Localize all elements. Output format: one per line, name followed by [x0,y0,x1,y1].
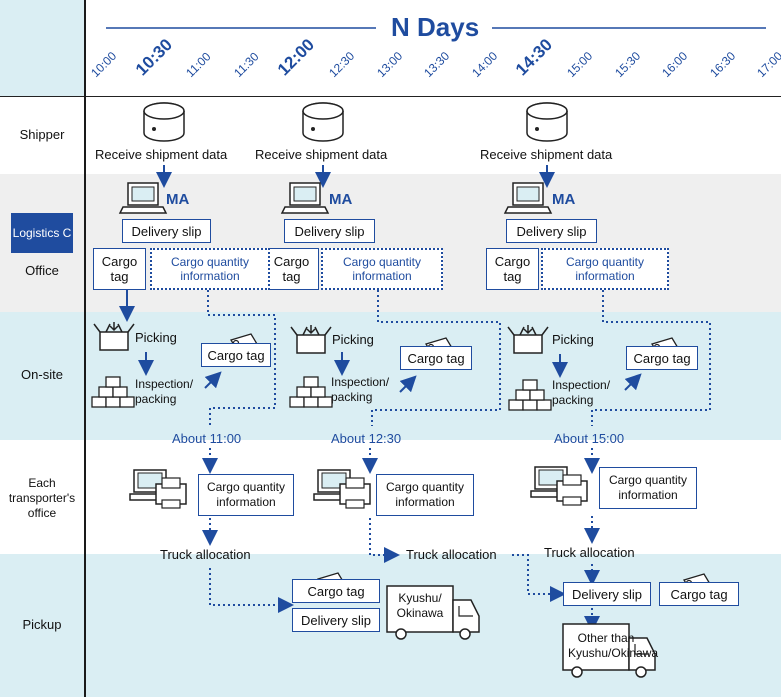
shipper-band [0,96,781,174]
cargo-quantity-info: Cargo quantity information [150,248,270,290]
row-label-pickup: Pickup [22,617,62,632]
row-label-onsite: On-site [21,367,63,382]
open-box-icon [93,321,135,351]
receive-shipment-data: Receive shipment data [95,147,228,162]
ma-label: MA [552,191,576,208]
delivery-slip: Delivery slip [292,608,380,632]
printer-icon [129,469,187,509]
laptop-icon [119,182,167,214]
receive-shipment-data: Receive shipment data [255,147,388,162]
row-label-shipper: Shipper [19,127,65,142]
database-icon [143,102,185,142]
truck-destination: Other than Kyushu/Okinawa [568,631,659,660]
truck-destination: Kyushu/ Okinawa [396,591,444,620]
cargo-quantity-info: Cargo quantity information [599,467,697,509]
truck-allocation: Truck allocation [406,547,497,562]
delivery-slip: Delivery slip [284,219,375,243]
open-box-icon [507,324,549,354]
cargo-tag-box: Cargo tag [486,248,539,290]
onsite-band [0,312,781,440]
boxes-icon [289,376,333,408]
cargo-tag-box: Cargo tag [292,579,380,603]
truck-allocation: Truck allocation [160,547,251,562]
cargo-quantity-info: Cargo quantity information [376,474,474,516]
row-label-transporter: Each transporter's office [8,476,76,520]
open-box-icon [290,324,332,354]
cargo-tag-box: Cargo tag [400,346,472,370]
laptop-icon [281,182,329,214]
cargo-tag-box: Cargo tag [93,248,146,290]
boxes-icon [91,376,135,408]
database-icon [302,102,344,142]
printer-icon [313,469,371,509]
title-rule [106,27,766,29]
picking-label: Picking [135,330,177,345]
cargo-quantity-info: Cargo quantity information [198,474,294,516]
about-time: About 12:30 [331,431,402,446]
divider [0,96,781,97]
cargo-tag-box: Cargo tag [264,248,319,290]
header-band [0,0,84,96]
logistics-badge: Logistics C [11,213,73,253]
inspection-label: Inspection/ packing [552,378,611,407]
ma-label: MA [166,191,190,208]
row-label-divider [84,0,86,697]
delivery-slip: Delivery slip [506,219,597,243]
cargo-tag-box: Cargo tag [659,582,739,606]
receive-shipment-data: Receive shipment data [480,147,613,162]
inspection-label: Inspection/ packing [135,377,194,406]
cargo-quantity-info: Cargo quantity information [541,248,669,290]
cargo-tag-box: Cargo tag [626,346,698,370]
about-time: About 11:00 [172,431,242,446]
database-icon [526,102,568,142]
laptop-icon [504,182,552,214]
ma-label: MA [329,191,353,208]
inspection-label: Inspection/ packing [331,375,390,404]
picking-label: Picking [552,332,594,347]
truck-allocation: Truck allocation [544,545,635,560]
delivery-slip: Delivery slip [122,219,211,243]
printer-icon [530,466,588,506]
row-label-office: Office [25,263,59,278]
diagram-title: N Days [391,12,480,42]
about-time: About 15:00 [554,431,625,446]
cargo-tag-box: Cargo tag [201,343,271,367]
delivery-slip: Delivery slip [563,582,651,606]
boxes-icon [508,379,552,411]
picking-label: Picking [332,332,374,347]
cargo-quantity-info: Cargo quantity information [321,248,443,290]
